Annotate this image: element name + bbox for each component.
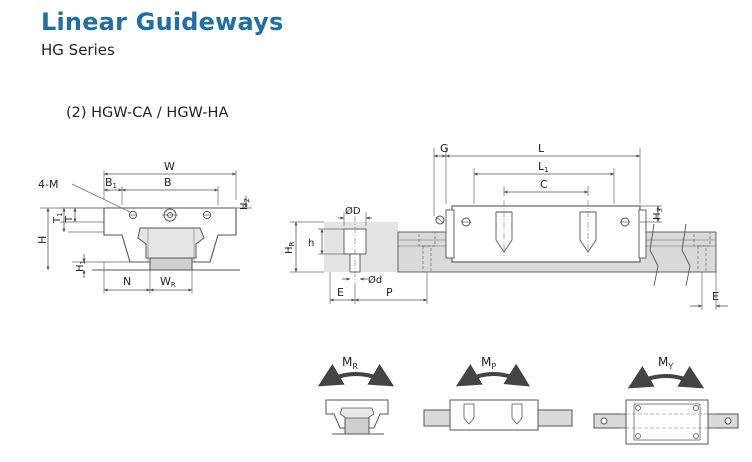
front-view: W B1 B 4-M H2 T1 T H H1: [36, 160, 252, 294]
moment-MP-block: [449, 399, 539, 431]
dim-T: T: [64, 215, 75, 223]
dim-G: G: [440, 142, 449, 155]
dim-L1: L1: [538, 160, 549, 174]
dim-d: Ød: [368, 274, 382, 286]
dim-H3: H3: [652, 208, 664, 220]
svg-text:MY: MY: [658, 355, 673, 371]
dim-h: h: [308, 238, 314, 249]
front-mount-holes: [128, 208, 212, 222]
page-title: Linear Guideways: [41, 8, 284, 36]
dim-B1: B1: [105, 176, 117, 190]
side-view: L G L1 C H3 ØD h HR: [284, 142, 728, 310]
dim-E-right: E: [712, 290, 719, 303]
moment-MR: MR: [317, 355, 395, 435]
moment-MY-arrow: [627, 365, 705, 389]
side-block-end-seal: [445, 209, 455, 259]
moment-MP-arrow: [455, 363, 531, 387]
dim-L: L: [538, 142, 545, 155]
model-heading: (2) HGW-CA / HGW-HA: [66, 105, 229, 121]
dim-H1: H1: [75, 260, 87, 272]
moment-MP: MP: [423, 355, 573, 431]
svg-text:MP: MP: [481, 355, 496, 371]
dim-H2: H2: [239, 198, 251, 210]
moment-MR-arrow: [317, 363, 395, 387]
dim-T1: T1: [52, 212, 64, 224]
side-block: [451, 205, 641, 263]
tapped-hole-left: [495, 211, 513, 253]
dim-W: W: [164, 160, 175, 173]
svg-text:MR: MR: [342, 355, 358, 371]
dim-H: H: [36, 236, 49, 244]
tapped-hole-right: [579, 211, 597, 253]
front-rail-profile: [137, 227, 205, 259]
dim-HR: HR: [284, 241, 296, 254]
dim-4M: 4-M: [38, 178, 58, 191]
dim-E: E: [337, 286, 344, 299]
dim-WR: WR: [160, 275, 176, 289]
dim-N: N: [123, 275, 131, 288]
dim-P: P: [386, 286, 393, 299]
dim-B: B: [164, 176, 172, 189]
dim-C: C: [540, 178, 548, 191]
series-subtitle: HG Series: [41, 41, 115, 59]
dim-D: ØD: [345, 205, 361, 217]
moment-MY: MY: [593, 355, 739, 445]
